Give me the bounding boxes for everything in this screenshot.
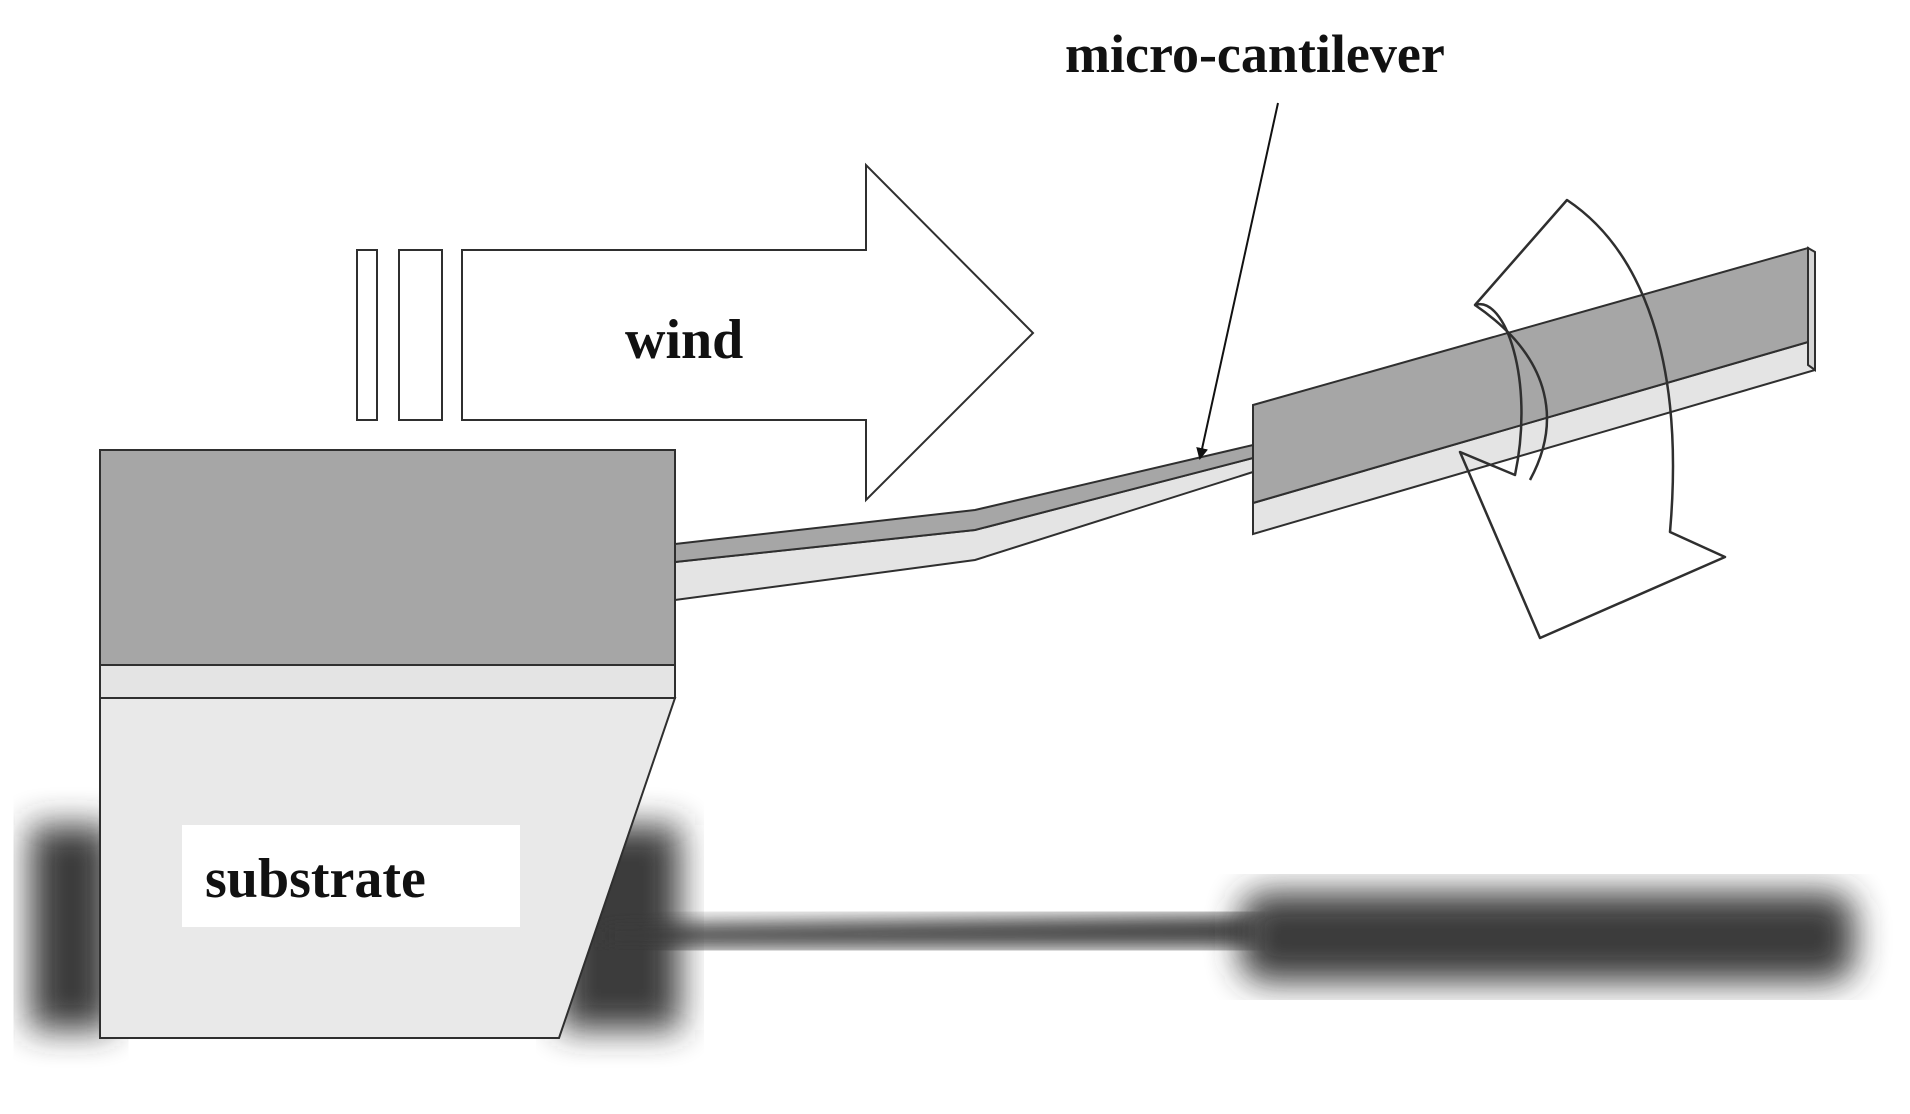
wind-label: wind (625, 309, 743, 371)
micro-cantilever-label: micro-cantilever (1065, 24, 1445, 84)
substrate-top-layer (99, 449, 676, 666)
wind-arrow-shape (461, 162, 1035, 503)
substrate-label-background (182, 825, 520, 927)
cantilever-paddle (1252, 246, 1817, 536)
wind-bar-wide (398, 249, 443, 421)
rotation-arrow (1458, 198, 1727, 640)
micro-cantilever-leader-line (1196, 102, 1279, 460)
shadow-group (30, 825, 1855, 1030)
rotation-arrow-inner-curve (1474, 303, 1549, 481)
rotation-arrow-shape (1458, 198, 1727, 640)
substrate-label: substrate (205, 848, 426, 910)
cantilever-shadow-neck (600, 915, 1260, 947)
substrate-middle-layer (99, 664, 676, 699)
wind-bar-thin (356, 249, 378, 421)
cantilever-shadow-paddle (1240, 892, 1855, 982)
wind-arrow: wind (356, 162, 1035, 503)
substrate-block (99, 449, 677, 1039)
micro-cantilever-callout: micro-cantilever (1065, 24, 1445, 460)
paddle-end-face (1807, 246, 1816, 372)
substrate-shadow-left (30, 825, 112, 1030)
substrate-label-box: substrate (182, 825, 520, 927)
